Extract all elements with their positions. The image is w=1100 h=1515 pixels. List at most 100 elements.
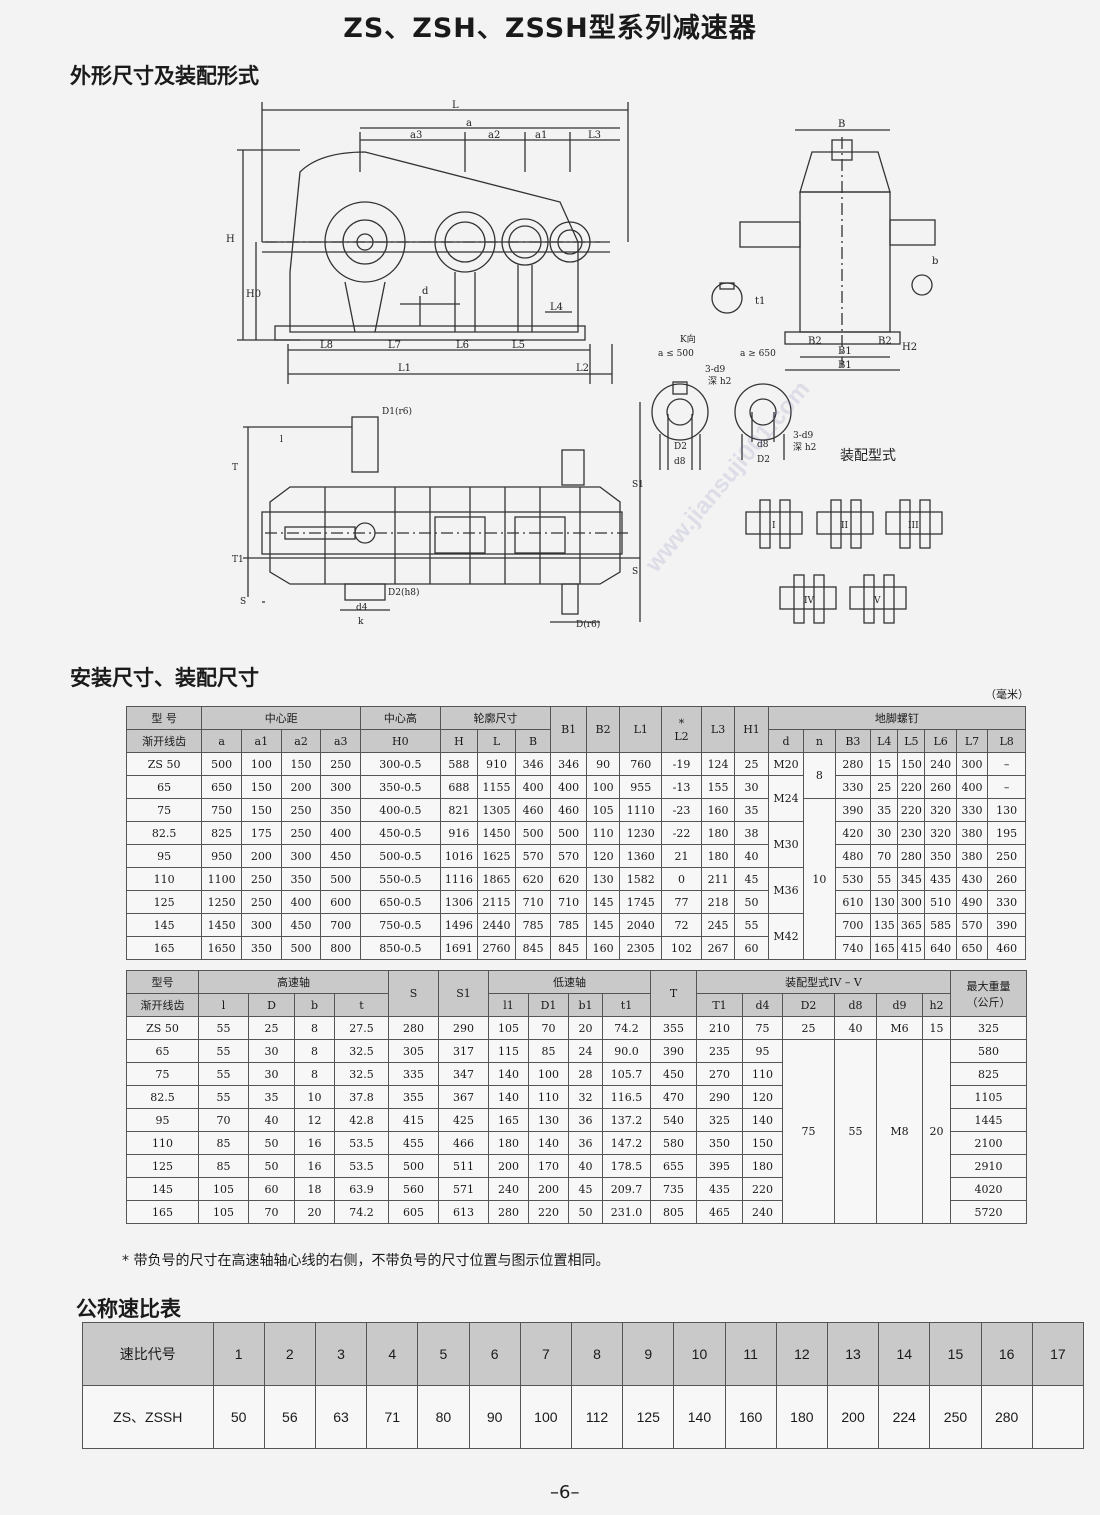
- table-cell: 367: [438, 1085, 489, 1109]
- table-cell: 74.2: [602, 1016, 651, 1040]
- table-cell: 77: [661, 890, 702, 914]
- table-cell: 390: [834, 798, 872, 822]
- th2-b: b: [294, 993, 335, 1017]
- table-cell: 70: [248, 1200, 295, 1224]
- table-cell: 400: [320, 821, 362, 845]
- table-cell: 65: [125, 775, 203, 799]
- table-cell: 30: [734, 775, 769, 799]
- table-cell: 85: [198, 1154, 249, 1178]
- weight-cell: 4020: [950, 1177, 1028, 1201]
- technical-drawing: L a a3 a2 a1 L3 H H0 L8 L7 L6 L5 L1 L2 L…: [226, 100, 943, 630]
- ratio-value-cell: 250: [929, 1385, 982, 1449]
- dim-L7: L7: [388, 340, 401, 351]
- table-cell: 350: [696, 1131, 743, 1155]
- table-cell: 588: [439, 752, 479, 776]
- table-cell: 102: [661, 936, 702, 960]
- table-cell: 35: [248, 1085, 295, 1109]
- table-cell: 460: [987, 936, 1026, 960]
- bolt-size-cell: M42: [767, 913, 805, 960]
- table-cell: 390: [987, 913, 1026, 937]
- th2-d4: d4: [742, 993, 783, 1017]
- k-view-depth-1: 深 h2: [708, 376, 731, 387]
- table-cell: 821: [439, 798, 479, 822]
- dim-B1: B1: [838, 360, 852, 371]
- th-center-height: 中心高: [360, 706, 441, 730]
- table-cell: 420: [834, 821, 872, 845]
- ratio-value-cell: 112: [570, 1385, 624, 1449]
- th2-S1: S1: [438, 970, 489, 1017]
- table-cell: 415: [388, 1108, 439, 1132]
- th-B2: B2: [585, 706, 621, 753]
- ratio-code-cell: 12: [775, 1322, 828, 1386]
- k-view-label: K向: [680, 333, 696, 345]
- table-cell: 42.8: [334, 1108, 389, 1132]
- th-B: B: [514, 729, 552, 753]
- table-cell: 2440: [477, 913, 516, 937]
- bolt-size-cell: M30: [767, 821, 805, 868]
- table-cell: 305: [388, 1039, 439, 1063]
- th-L7: L7: [955, 729, 989, 753]
- table-cell: 116.5: [602, 1085, 651, 1109]
- table-cell: 317: [438, 1039, 489, 1063]
- dim-L2: L2: [576, 363, 589, 374]
- table-cell: 130: [987, 798, 1026, 822]
- table-cell: 110: [528, 1085, 569, 1109]
- table-cell: 220: [897, 798, 926, 822]
- table-cell: 25: [870, 775, 899, 799]
- table-cell: 320: [924, 798, 957, 822]
- ratio-code-cell: 2: [263, 1322, 316, 1386]
- table-cell: 400: [514, 775, 552, 799]
- table-cell: 25: [734, 752, 769, 776]
- th2-h2: h2: [921, 993, 952, 1017]
- table-cell: 55: [198, 1016, 249, 1040]
- table-cell: 845: [550, 936, 587, 960]
- table-cell: 250: [240, 890, 282, 914]
- table-cell: 400-0.5: [360, 798, 441, 822]
- table-cell: -19: [661, 752, 702, 776]
- table-cell: 124: [700, 752, 736, 776]
- table-cell: 28: [568, 1062, 603, 1086]
- table-cell: 195: [987, 821, 1026, 845]
- table-cell: 60: [248, 1177, 295, 1201]
- section-heading-outline: 外形尺寸及装配形式: [70, 64, 259, 88]
- table-cell: 130: [585, 867, 621, 891]
- table-cell: 735: [650, 1177, 697, 1201]
- table-cell: 300-0.5: [360, 752, 441, 776]
- dim-t1: t1: [755, 296, 765, 307]
- bolt-size-cell: M36: [767, 867, 805, 914]
- table-cell: 38: [734, 821, 769, 845]
- table-cell: 300: [280, 844, 322, 868]
- th-foundation-bolt: 地脚螺钉: [767, 706, 1027, 730]
- th2-max-weight: 最大重量（公斤）: [950, 970, 1028, 1017]
- table-cell: 605: [388, 1200, 439, 1224]
- th-center-distance: 中心距: [201, 706, 362, 730]
- table-cell: 2760: [477, 936, 516, 960]
- table-cell: 330: [955, 798, 989, 822]
- table-cell: 250: [280, 821, 322, 845]
- dim-k: k: [358, 617, 364, 627]
- table-cell: 110: [125, 867, 203, 891]
- k-view-a-ge-650: a ≥ 650: [740, 349, 776, 359]
- table-cell: 710: [550, 890, 587, 914]
- table-cell: 110: [585, 821, 621, 845]
- table-cell: 465: [696, 1200, 743, 1224]
- table-cell: 145: [126, 1177, 199, 1201]
- bolt-count-cell: 8: [803, 752, 836, 799]
- table-cell: 145: [585, 890, 621, 914]
- table-cell: 55: [870, 867, 899, 891]
- ratio-value-cell: 180: [775, 1385, 828, 1449]
- th2-d9: d9: [876, 993, 923, 1017]
- table-cell: 8: [294, 1062, 335, 1086]
- table-cell: 750: [201, 798, 242, 822]
- th2-high-speed-shaft: 高速轴: [198, 970, 389, 994]
- th-L: L: [477, 729, 516, 753]
- ratio-code-header: 速比代号: [82, 1322, 214, 1386]
- table-cell: 230: [897, 821, 926, 845]
- table-cell: 178.5: [602, 1154, 651, 1178]
- table-cell: 137.2: [602, 1108, 651, 1132]
- table-cell: 74.2: [334, 1200, 389, 1224]
- dim-B3: B1: [838, 346, 852, 357]
- table-cell: 50: [734, 890, 769, 914]
